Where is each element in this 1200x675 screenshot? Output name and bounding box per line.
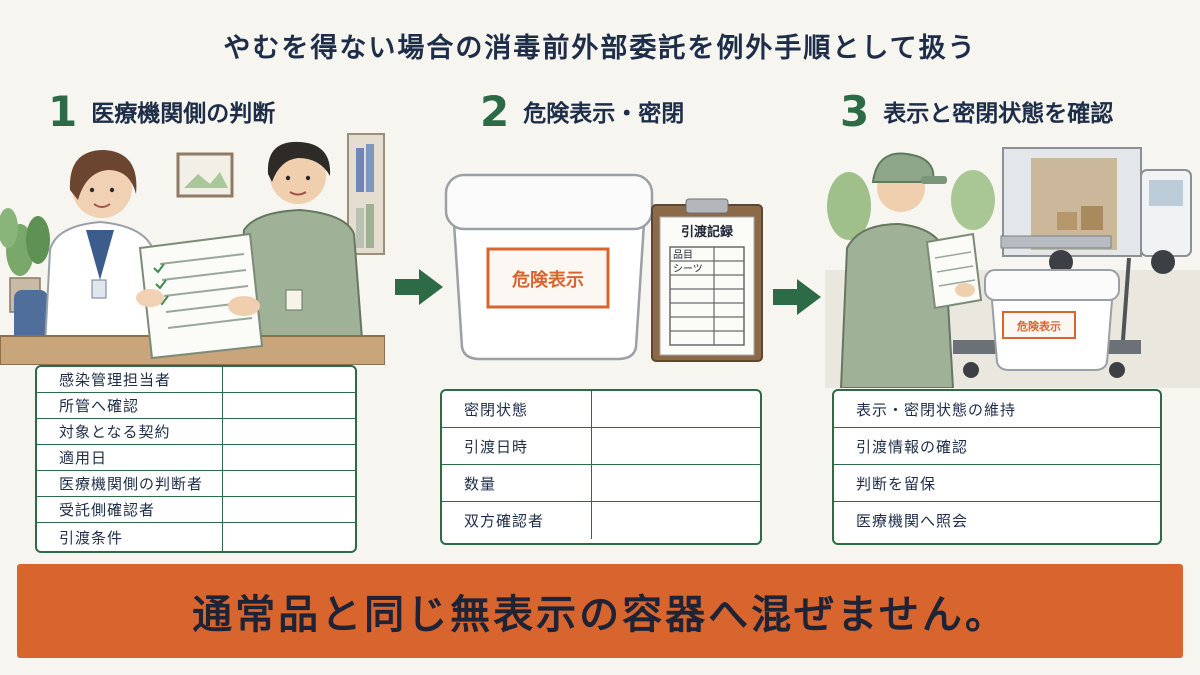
table-row-value[interactable]: [223, 419, 355, 444]
table-row-label: 適用日: [37, 445, 223, 470]
table-row-value[interactable]: [223, 367, 355, 392]
table-row: 対象となる契約: [37, 419, 355, 445]
right-arrow-icon: [395, 269, 443, 305]
step-2-table: 密閉状態 引渡日時 数量 双方確認者: [440, 389, 762, 545]
table-row: 適用日: [37, 445, 355, 471]
table-row: 双方確認者: [442, 502, 760, 539]
table-row-value[interactable]: [592, 502, 760, 539]
table-row-label: 所管へ確認: [37, 393, 223, 418]
table-row-value[interactable]: [223, 393, 355, 418]
worker-figure: [839, 152, 983, 388]
table-row-value[interactable]: [223, 471, 355, 496]
step-2-number: 2: [480, 86, 510, 136]
table-row: 引渡情報の確認: [834, 428, 1160, 465]
sealed-container-icon: [984, 269, 1120, 371]
step-2-title: 危険表示・密閉: [523, 101, 685, 127]
step-1-illustration: [0, 133, 385, 365]
staff-woman-figure: [42, 150, 162, 365]
clipboard-title: 引渡記録: [681, 224, 734, 240]
table-row: 医療機関側の判断者: [37, 471, 355, 497]
container-hazard-label: 危険表示: [1016, 319, 1061, 333]
table-row-label: 感染管理担当者: [37, 367, 223, 392]
table-row-label: 数量: [442, 465, 592, 501]
warning-banner: 通常品と同じ無表示の容器へ混ぜません。: [17, 564, 1183, 658]
table-row-label: 医療機関側の判断者: [37, 471, 223, 496]
table-row-label: 引渡条件: [37, 523, 223, 551]
table-row: 判断を留保: [834, 465, 1160, 502]
table-row: 表示・密閉状態の維持: [834, 391, 1160, 428]
table-row: 受託側確認者: [37, 497, 355, 523]
step-2-illustration: 危険表示 引渡記録 品目 シーツ: [444, 173, 763, 362]
staff-man-figure: [234, 141, 366, 365]
step-1-header: 1 医療機関側の判断: [48, 86, 275, 136]
step-2-header: 2 危険表示・密閉: [480, 86, 684, 136]
table-row-value[interactable]: [592, 428, 760, 464]
table-row-label: 引渡情報の確認: [856, 437, 969, 456]
table-row-label: 密閉状態: [442, 391, 592, 427]
table-row: 医療機関へ照会: [834, 502, 1160, 539]
table-row-label: 双方確認者: [442, 502, 592, 539]
right-arrow-icon: [773, 279, 821, 315]
table-row: 所管へ確認: [37, 393, 355, 419]
table-row-value[interactable]: [592, 391, 760, 427]
table-row-label: 判断を留保: [856, 474, 937, 493]
table-row-value[interactable]: [223, 497, 355, 522]
truck-icon: [1000, 147, 1192, 274]
table-row-value[interactable]: [223, 523, 355, 551]
table-row-label: 受託側確認者: [37, 497, 223, 522]
step-3-number: 3: [840, 86, 870, 136]
table-row-label: 医療機関へ照会: [856, 512, 969, 530]
step-1-table: 感染管理担当者 所管へ確認 対象となる契約 適用日 医療機関側の判断者 受託側確…: [35, 365, 357, 553]
step-1-number: 1: [48, 86, 78, 136]
table-row-label: 表示・密閉状態の維持: [856, 400, 1017, 419]
table-row: 感染管理担当者: [37, 367, 355, 393]
checklist-document-icon: [138, 232, 264, 360]
table-row: 引渡条件: [37, 523, 355, 551]
page-title: やむを得ない場合の消毒前外部委託を例外手順として扱う: [223, 33, 977, 64]
table-row-label: 対象となる契約: [37, 419, 223, 444]
table-row: 数量: [442, 465, 760, 502]
warning-banner-text: 通常品と同じ無表示の容器へ混ぜません。: [192, 592, 1008, 638]
clipboard-icon: [651, 198, 763, 362]
table-row: 引渡日時: [442, 428, 760, 465]
step-3-header: 3 表示と密閉状態を確認: [840, 86, 1113, 136]
step-3-table: 表示・密閉状態の維持 引渡情報の確認 判断を留保 医療機関へ照会: [832, 389, 1162, 545]
container-hazard-label: 危険表示: [511, 269, 584, 291]
clipboard-row-label: シーツ: [673, 264, 703, 275]
clipboard-row-label: 品目: [673, 249, 693, 261]
table-row-label: 引渡日時: [442, 428, 592, 464]
step-1-title: 医療機関側の判断: [91, 101, 276, 127]
table-row: 密閉状態: [442, 391, 760, 428]
step-3-illustration: 危険表示: [825, 147, 1200, 388]
step-3-title: 表示と密閉状態を確認: [883, 101, 1114, 127]
sealed-container-icon: [444, 173, 654, 361]
table-row-value[interactable]: [592, 465, 760, 501]
table-row-value[interactable]: [223, 445, 355, 470]
